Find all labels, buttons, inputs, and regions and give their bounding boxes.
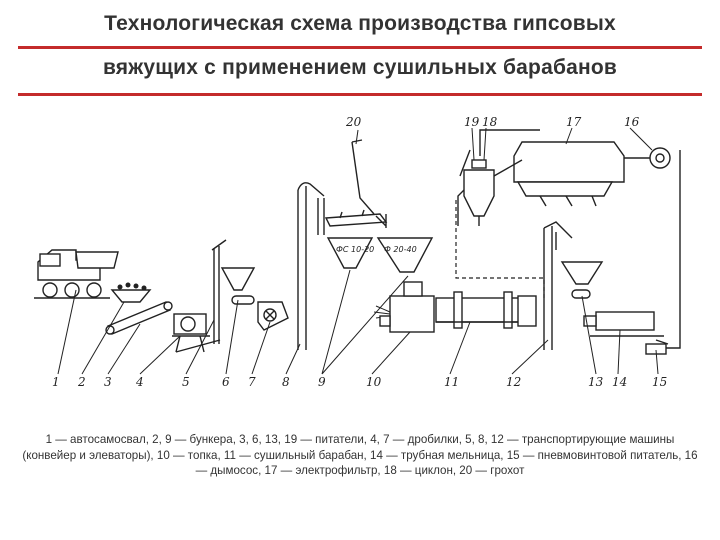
num-18: 18 <box>482 115 498 129</box>
hammer-crusher <box>257 301 289 331</box>
dump-truck <box>34 249 119 299</box>
num-3: 3 <box>104 375 112 389</box>
num-7: 7 <box>248 375 256 389</box>
num-8: 8 <box>282 375 290 389</box>
title-rule-bottom <box>18 93 702 96</box>
elevator-2 <box>543 221 573 350</box>
process-diagram: ФС 10-20 Ф 20-40 <box>34 115 681 389</box>
title-rule-top <box>18 46 702 49</box>
title-line-1: Технологическая схема производства гипсо… <box>104 12 616 35</box>
num-17: 17 <box>566 115 582 129</box>
leader-lines <box>57 127 659 375</box>
num-5: 5 <box>182 375 190 389</box>
hopper-label-f: Ф 20-40 <box>384 245 417 254</box>
cyclone <box>463 159 495 226</box>
flow-lines <box>351 129 669 345</box>
num-16: 16 <box>624 115 640 129</box>
num-15: 15 <box>652 375 667 389</box>
num-1: 1 <box>52 375 60 389</box>
num-9: 9 <box>318 375 326 389</box>
num-4: 4 <box>135 375 144 389</box>
hopper-fs: ФС 10-20 <box>326 237 374 269</box>
furnace <box>373 281 435 333</box>
num-2: 2 <box>77 375 86 389</box>
bucket-elevator <box>297 182 325 350</box>
receiving-hopper <box>110 282 152 303</box>
title-line-2: вяжущих с применением сушильных барабано… <box>102 56 618 79</box>
jaw-crusher <box>172 313 210 353</box>
plate-feeder <box>105 301 173 335</box>
belt-conveyor <box>175 239 227 353</box>
electrostatic-filter <box>513 141 625 207</box>
num-6: 6 <box>222 375 230 389</box>
smoke-exhauster <box>624 147 671 169</box>
num-10: 10 <box>366 375 382 389</box>
num-12: 12 <box>506 375 521 389</box>
drying-drum <box>435 291 537 329</box>
num-20: 20 <box>345 115 362 129</box>
mill-feeder <box>560 261 604 299</box>
feeder-hopper <box>220 267 256 305</box>
screen-grizzly <box>324 209 388 227</box>
num-14: 14 <box>612 375 627 389</box>
num-11: 11 <box>444 375 459 389</box>
num-19: 19 <box>464 115 480 129</box>
num-13: 13 <box>588 375 604 389</box>
hopper-f: Ф 20-40 <box>376 237 434 273</box>
tube-mill <box>583 311 664 337</box>
diagram-legend: 1 — автосамосвал, 2, 9 — бункера, 3, 6, … <box>22 433 698 477</box>
hopper-label-fs: ФС 10-20 <box>336 245 374 254</box>
part-numbers: 1 2 3 4 5 6 7 8 9 10 11 12 13 14 15 16 1… <box>52 115 667 389</box>
